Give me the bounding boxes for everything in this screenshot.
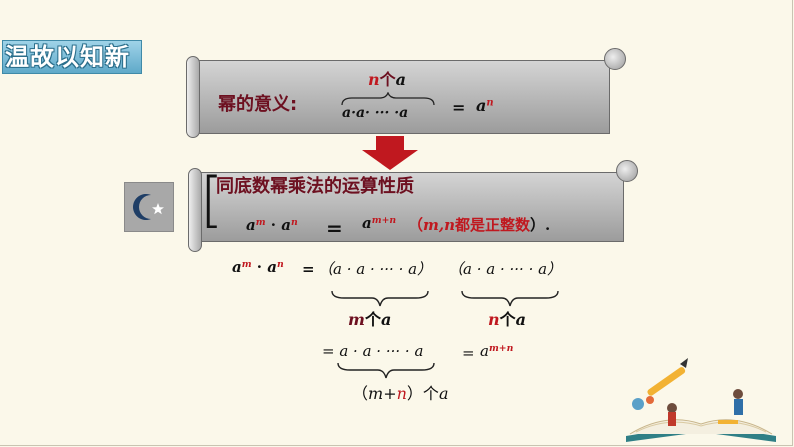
derivation-line2: = a · a · ··· · a bbox=[322, 342, 424, 360]
label-n-count: n个a bbox=[488, 310, 527, 329]
brace-total bbox=[337, 362, 435, 379]
derivation-result: am+n bbox=[480, 342, 514, 360]
meaning-scroll bbox=[198, 60, 610, 134]
meaning-scroll-left-roll bbox=[186, 56, 200, 138]
label-m-count: m个a bbox=[348, 310, 392, 329]
rule-scroll-right-roll bbox=[616, 160, 638, 182]
meaning-count-label: n个a bbox=[368, 70, 407, 89]
derivation-equals-1: = bbox=[302, 260, 315, 278]
book-illustration-icon bbox=[626, 358, 776, 442]
derivation-equals-2: = bbox=[462, 344, 475, 362]
derivation-group-n: （a · a · ··· · a） bbox=[448, 260, 563, 278]
meaning-scroll-right-roll bbox=[604, 48, 626, 70]
rule-condition: （m,n都是正整数）. bbox=[408, 216, 551, 234]
brace-group-n bbox=[461, 290, 559, 307]
section-title-badge: 温故以知新 bbox=[2, 40, 142, 74]
label-total-count: （m+n）个a bbox=[352, 384, 449, 403]
rule-title: 同底数幂乘法的运算性质 bbox=[216, 176, 414, 197]
moon-box bbox=[124, 182, 174, 232]
derivation-lhs: am · an bbox=[232, 258, 284, 276]
crescent-star-icon bbox=[133, 194, 164, 220]
rule-lhs: am · an bbox=[246, 216, 298, 234]
meaning-equals: = bbox=[452, 98, 466, 117]
rule-scroll-left-roll bbox=[188, 168, 202, 252]
meaning-label: 幂的意义: bbox=[218, 94, 298, 115]
rule-bracket: [ bbox=[200, 165, 224, 235]
meaning-overbrace bbox=[341, 92, 435, 106]
rule-equals: = bbox=[326, 216, 343, 240]
derivation-group-m: （a · a · ··· · a） bbox=[318, 260, 433, 278]
brace-group-m bbox=[331, 290, 429, 307]
meaning-result: an bbox=[476, 96, 494, 115]
meaning-product: a·a· ··· ·a bbox=[342, 105, 409, 121]
rule-rhs: am+n bbox=[362, 214, 397, 232]
